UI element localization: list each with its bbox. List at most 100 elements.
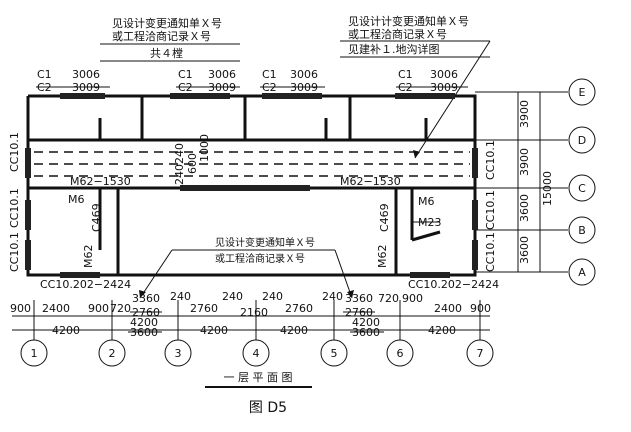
corridor-dimension: 600 (186, 153, 199, 174)
top-left-note: 见设计变更通知单Ｘ号 或工程洽商记录Ｘ号 共４樘 (100, 16, 240, 62)
bottom-dimensions: 900 2400 900 720 3360 240 2760 240 240 2… (10, 290, 491, 339)
window-c1-label: C1 (398, 68, 413, 81)
interior-labels: M62−1530 M62−1530 M6 M6 M23 C469 C469 M6… (40, 134, 499, 291)
bottom-window-label: CC10.202−2424 (40, 278, 131, 291)
door-label: M62−1530 (340, 175, 401, 188)
column-axes: 1 2 3 4 5 6 7 (20, 300, 494, 367)
dimension-text: 900 (88, 302, 109, 315)
bottom-window-label: CC10.202−2424 (408, 278, 499, 291)
window-label: C469 (378, 203, 391, 232)
axis-bubble-row (568, 258, 596, 286)
corridor-opening (180, 185, 310, 191)
dimension-text: 900 (402, 292, 423, 305)
window-side (25, 240, 31, 270)
door-label: M6 (418, 195, 435, 208)
axis-bubble-col (20, 339, 48, 367)
window-bottom (410, 272, 450, 278)
window-side (25, 200, 31, 230)
axis-bubble-row (568, 78, 596, 106)
row-dimension: 3600 (518, 236, 531, 264)
total-dimension: 15000 (541, 171, 554, 206)
side-window-label: CC10.1 (484, 140, 497, 180)
note-line: 或工程洽商记录Ｘ号 (348, 27, 447, 41)
dimension-text: 2400 (42, 302, 70, 315)
note-line: 或工程洽商记录Ｘ号 (215, 252, 305, 265)
leader-line (139, 249, 173, 299)
axis-bubble-col (466, 339, 494, 367)
dimension-text: 2400 (434, 302, 462, 315)
side-window-label: CC10.1 (8, 188, 21, 228)
row-dimension: 3900 (518, 148, 531, 176)
axis-bubble-col (98, 339, 126, 367)
note-line: 见设计变更通知单Ｘ号 (215, 236, 315, 249)
window-c1 (60, 93, 105, 99)
window-c1-label: C1 (262, 68, 277, 81)
dimension-text: 240 (322, 290, 343, 303)
side-labels-left: CC10.1 CC10.1 CC10.1 (8, 132, 21, 272)
dimension-text: 4200 (200, 324, 228, 337)
note-line: 见设计变更通知单Ｘ号 (112, 16, 222, 30)
axis-bubble-label: C (578, 182, 586, 195)
dimension-text: 4200 (352, 316, 380, 329)
axis-bubble-label: B (578, 224, 586, 237)
note-sub: 共４樘 (150, 46, 183, 60)
axis-bubble-label: 2 (109, 347, 116, 360)
side-labels-right: CC10.1 CC10.1 CC10.1 (484, 140, 497, 272)
dimension-text: 3360 (345, 292, 373, 305)
note-line: 或工程洽商记录Ｘ号 (112, 29, 211, 43)
axis-bubble-row (568, 126, 596, 154)
top-window-labels: C1 3006 C2 3009 C1 3006 C2 3009 C1 3006 … (36, 68, 468, 94)
side-window-label: CC10.1 (484, 190, 497, 230)
window-c1 (170, 93, 230, 99)
axis-bubble-col (320, 339, 348, 367)
dimension-text: 4200 (280, 324, 308, 337)
note-sub: 见建补１.地沟详图 (348, 42, 440, 56)
side-window-label: CC10.1 (484, 232, 497, 272)
door-swing (411, 230, 441, 242)
top-right-note: 见设计计变更通知单Ｘ号 或工程洽商记录Ｘ号 见建补１.地沟详图 (340, 14, 491, 159)
dimension-text: 4200 (52, 324, 80, 337)
axis-bubble-label: A (578, 266, 586, 279)
window-c1-value: 3006 (72, 68, 100, 81)
window-c1-value: 3006 (430, 68, 458, 81)
leader-arrow (347, 290, 354, 298)
dimension-text: 240 (222, 290, 243, 303)
door-label: M23 (418, 216, 442, 229)
dimension-text: 3360 (132, 292, 160, 305)
note-line: 见设计计变更通知单Ｘ号 (348, 14, 469, 28)
window-c1-label: C1 (37, 68, 52, 81)
door-label: M62 (82, 245, 95, 269)
dimension-text: 2760 (285, 302, 313, 315)
window-side (25, 148, 31, 178)
window-c1-label: C1 (178, 68, 193, 81)
plan-title: 一 层 平 面 图 (224, 371, 293, 384)
axis-bubble-label: 4 (253, 347, 260, 360)
axis-bubble-label: 7 (477, 347, 484, 360)
axis-bubble-row (568, 174, 596, 202)
dimension-text: 720 (110, 302, 131, 315)
side-window-label: CC10.1 (8, 232, 21, 272)
dimension-text: 2760 (190, 302, 218, 315)
dimension-text: 240 (170, 290, 191, 303)
door-label: M62−1530 (70, 175, 131, 188)
axis-bubble-label: 3 (175, 347, 182, 360)
dimension-text: 2160 (240, 306, 268, 319)
leader-arrow (139, 290, 146, 298)
row-dimension: 3900 (518, 100, 531, 128)
corridor-dimension: 1000 (198, 134, 211, 162)
dimension-text: 720 (378, 292, 399, 305)
dimension-text: 900 (10, 302, 31, 315)
building-walls (25, 93, 478, 278)
axis-bubble-col (386, 339, 414, 367)
window-side (472, 240, 478, 270)
axis-bubble-label: 1 (31, 347, 38, 360)
window-c1-value: 3006 (208, 68, 236, 81)
window-c1-value: 3006 (290, 68, 318, 81)
axis-bubble-row (568, 216, 596, 244)
dimension-text: 240 (262, 290, 283, 303)
door-label: M6 (68, 193, 85, 206)
row-dimension: 3600 (518, 194, 531, 222)
window-bottom (60, 272, 100, 278)
window-side (472, 200, 478, 230)
